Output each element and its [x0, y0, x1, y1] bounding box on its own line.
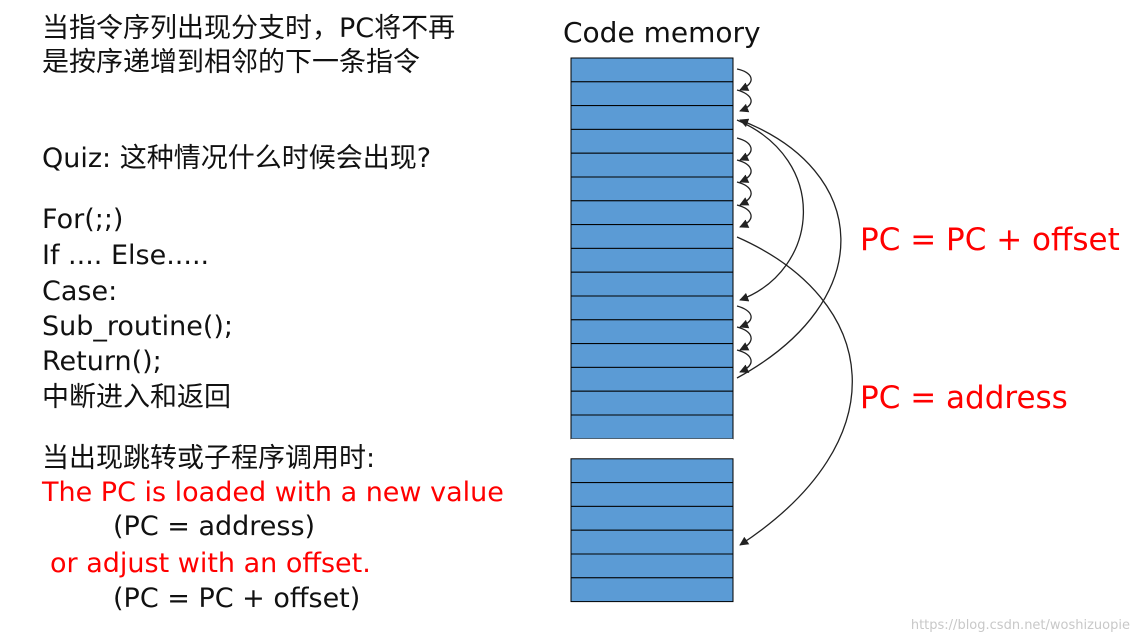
case-for: For(;;): [42, 204, 124, 235]
seq-arrow: [736, 137, 752, 161]
case-case: Case:: [42, 276, 118, 307]
explain-line-1: 当出现跳转或子程序调用时:: [42, 443, 376, 474]
explain-line-5: (PC = PC + offset): [113, 583, 361, 614]
memory-cell: [570, 319, 734, 345]
memory-cell: [570, 577, 734, 603]
label-pc-address: PC = address: [860, 380, 1068, 416]
memory-cell: [570, 57, 734, 83]
explain-line-4: or adjust with an offset.: [50, 548, 371, 579]
branch-arrow-address: [736, 236, 853, 546]
seq-arrow: [736, 305, 752, 329]
memory-cell: [570, 529, 734, 555]
memory-cell: [570, 81, 734, 107]
memory-cells: [570, 57, 734, 603]
code-memory-title: Code memory: [563, 16, 761, 49]
intro-line-2: 是按序递增到相邻的下一条指令: [42, 47, 420, 78]
branch-arrow-offset: [736, 119, 805, 302]
memory-cell: [570, 414, 734, 440]
seq-arrow: [736, 326, 752, 351]
memory-cell: [570, 390, 734, 416]
memory-cell: [570, 152, 734, 178]
memory-cell: [570, 247, 734, 273]
seq-arrow: [736, 349, 752, 373]
memory-cell: [570, 128, 734, 154]
memory-cell: [570, 224, 734, 249]
quiz-question: Quiz: 这种情况什么时候会出现?: [42, 143, 432, 174]
watermark: https://blog.csdn.net/woshizuopie: [910, 618, 1130, 633]
memory-cell: [570, 271, 734, 297]
memory-cell: [570, 343, 734, 368]
memory-cell: [570, 366, 734, 392]
memory-cell: [570, 458, 734, 484]
branch-arrow-back: [736, 118, 842, 379]
case-if-else: If .... Else.....: [42, 240, 210, 271]
explain-line-3: (PC = address): [113, 511, 316, 542]
case-interrupt: 中断进入和返回: [42, 382, 231, 413]
memory-gap: [571, 438, 733, 459]
seq-arrow: [736, 68, 752, 91]
case-return: Return();: [42, 346, 162, 377]
label-pc-offset: PC = PC + offset: [860, 222, 1120, 258]
branch-arrows: [736, 68, 853, 546]
seq-arrow: [736, 89, 752, 113]
memory-cell: [570, 295, 734, 321]
memory-cell: [570, 505, 734, 531]
seq-arrow: [736, 181, 752, 206]
memory-cell: [570, 482, 734, 507]
memory-cell: [570, 200, 734, 226]
memory-cell: [570, 553, 734, 579]
seq-arrow: [736, 204, 752, 228]
explain-line-2: The PC is loaded with a new value: [42, 477, 504, 508]
case-subroutine: Sub_routine();: [42, 311, 234, 342]
memory-cell: [570, 105, 734, 130]
intro-line-1: 当指令序列出现分支时，PC将不再: [42, 13, 456, 44]
memory-cell: [570, 176, 734, 202]
seq-arrow: [736, 159, 752, 183]
